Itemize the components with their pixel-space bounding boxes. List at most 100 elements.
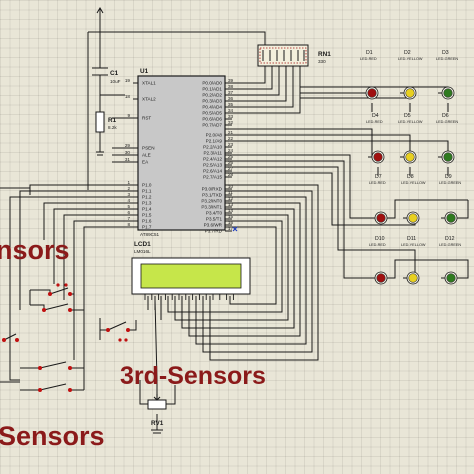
u1-pin-number: 7: [127, 216, 130, 221]
traffic-led-array: D1LED-REDD2LED-YELLOWD3LED-GREEND4LED-RE…: [360, 50, 461, 285]
u1-pin-label: P0.1/AD1: [202, 87, 222, 92]
u1-pin-number: 19: [125, 78, 131, 83]
lcd-ref: LCD1: [134, 241, 151, 248]
led-type-label: LED-RED: [369, 243, 386, 247]
sensors-caption-bottom: Sensors: [0, 421, 105, 451]
led-ref-label: D9: [445, 174, 452, 180]
u1-pin-label: P2.3/A11: [203, 151, 222, 156]
u1-pin-number: 6: [127, 210, 130, 215]
u1-part: AT89C51: [140, 232, 160, 237]
led-type-label: LED-RED: [366, 120, 383, 124]
u1-pin-label: EA: [142, 160, 149, 165]
lcd-display-lcd1[interactable]: LCD1 LM016L: [131, 241, 251, 300]
u1-pin-label: P1.6: [142, 219, 152, 224]
lcd-screen: [140, 263, 242, 289]
led-type-label: LED-YELLOW: [401, 181, 426, 185]
u1-pin-number: 24: [228, 148, 234, 153]
sensor-switch-4[interactable]: [38, 361, 72, 370]
u1-pin-number: 35: [228, 102, 234, 107]
resistor-r1[interactable]: R1 8.2k: [95, 111, 117, 133]
u1-pin-label: P2.6/A14: [203, 169, 222, 174]
u1-pin-label: P3.2/INT0: [201, 199, 222, 204]
led-ref-label: D10: [375, 236, 385, 242]
u1-pin-number: 4: [127, 198, 130, 203]
led-type-label: LED-YELLOW: [398, 120, 423, 124]
u1-pin-label: P1.4: [142, 207, 152, 212]
led-ref-label: D2: [404, 50, 411, 56]
u1-pin-number: 26: [228, 160, 234, 165]
u1-pin-number: 34: [228, 108, 234, 113]
third-sensors-caption: 3rd-Sensors: [120, 362, 266, 390]
rn1-ref: RN1: [318, 51, 331, 58]
u1-pin-number: 16: [228, 220, 234, 225]
sensor-switch-5[interactable]: [38, 383, 72, 392]
microcontroller-u1[interactable]: U1 AT89C51 XTAL119XTAL218RST9PSEN29ALE30…: [125, 68, 238, 237]
led-ref-label: D4: [372, 113, 379, 119]
u1-pin-label: P0.7/AD7: [202, 123, 222, 128]
lcd-part: LM016L: [134, 249, 151, 254]
u1-pin-label: P1.2: [142, 195, 152, 200]
u1-pin-label: P0.6/AD6: [202, 117, 222, 122]
led-type-label: LED-YELLOW: [398, 57, 423, 61]
led-ref-label: D3: [442, 50, 449, 56]
u1-pin-number: 31: [125, 157, 131, 162]
rv1-ref: RV1: [151, 420, 164, 427]
led-ref-label: D12: [445, 236, 455, 242]
u1-pin-label: P2.2/A10: [203, 145, 222, 150]
u1-left-pins: XTAL119XTAL218RST9PSEN29ALE30EA31P1.01P1…: [125, 78, 156, 230]
u1-pin-label: P3.4/T0: [206, 211, 223, 216]
sensor-switch-3[interactable]: [106, 321, 130, 342]
led-type-label: LED-YELLOW: [401, 243, 426, 247]
u1-pin-number: 5: [127, 204, 130, 209]
u1-pin-label: XTAL1: [142, 81, 156, 86]
u1-pin-label: P0.4/AD4: [202, 105, 222, 110]
led-ref-label: D7: [375, 174, 382, 180]
led-ref-label: D11: [407, 236, 416, 242]
sensor-switch-1[interactable]: [48, 283, 72, 296]
u1-pin-number: 13: [228, 202, 234, 207]
u1-pin-label: XTAL2: [142, 97, 156, 102]
u1-pin-number: 39: [228, 78, 234, 83]
u1-pin-number: 23: [228, 142, 234, 147]
led-type-label: LED-GREEN: [439, 243, 461, 247]
u1-pin-label: P3.3/INT1: [201, 205, 222, 210]
u1-pin-label: ALE: [142, 153, 151, 158]
u1-pin-label: P1.7: [142, 225, 152, 230]
u1-pin-number: 18: [125, 94, 131, 99]
u1-pin-number: 28: [228, 172, 234, 177]
u1-pin-number: 14: [228, 208, 234, 213]
sensor-switch-2[interactable]: [42, 303, 72, 312]
u1-pin-label: P0.2/AD2: [202, 93, 222, 98]
resistor-network-rn1[interactable]: RN1 330: [257, 44, 331, 67]
u1-pin-number: 3: [127, 192, 130, 197]
u1-pin-number: 11: [228, 190, 233, 195]
u1-pin-number: 33: [228, 114, 234, 119]
u1-pin-number: 38: [228, 84, 234, 89]
potentiometer-rv1[interactable]: RV1: [147, 394, 167, 427]
u1-pin-label: P3.5/T1: [206, 217, 223, 222]
rn1-value: 330: [318, 59, 326, 64]
led-ref-label: D5: [404, 113, 411, 119]
u1-pin-label: P2.0/A8: [206, 133, 223, 138]
u1-pin-number: 1: [127, 180, 130, 185]
u1-pin-number: 10: [228, 184, 234, 189]
u1-pin-number: 9: [127, 113, 130, 118]
r1-value: 8.2k: [108, 125, 117, 130]
u1-pin-label: P2.1/A9: [206, 139, 223, 144]
capacitor-c1[interactable]: C1 10uF: [92, 60, 121, 84]
sensor-switch-6[interactable]: [2, 333, 19, 342]
